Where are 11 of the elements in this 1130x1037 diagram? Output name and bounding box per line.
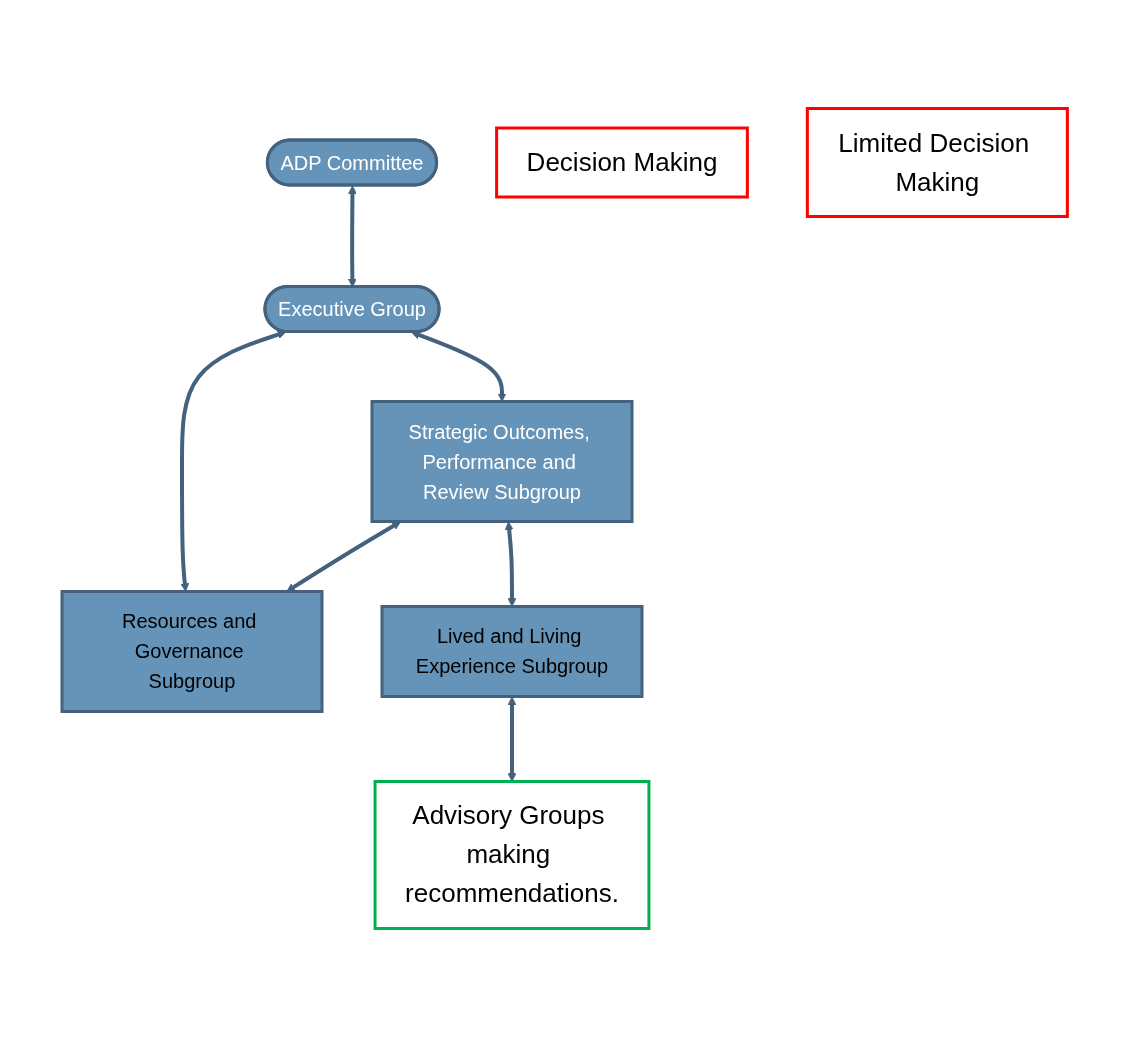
arrow [180,330,287,592]
arrow [507,696,517,782]
arrow [411,330,507,402]
arrow [505,521,517,607]
node-box: Decision Making [495,126,750,199]
arrow [286,521,402,592]
node-box: Limited Decision Making [806,107,1070,218]
node-box: Resources and Governance Subgroup [60,590,324,713]
node-box: Advisory Groups making recommendations. [373,780,651,930]
node-box: Strategic Outcomes, Performance and Review Subgroup [370,400,634,523]
node-box: Lived and Living Experience Subgroup [380,605,644,698]
